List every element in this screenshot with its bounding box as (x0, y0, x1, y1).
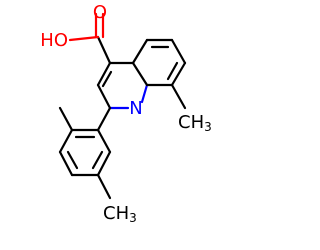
bond-c3-c2 (96, 83, 112, 110)
bond-c4-ccooh (96, 35, 112, 65)
bond-c-oh (68, 35, 100, 42)
atom-methyl-aryl: CH3 (103, 203, 137, 226)
bond-c2p-methyl (58, 106, 74, 132)
bond-c3p-c4p (58, 150, 74, 177)
bond-c8a-c4a (131, 61, 149, 87)
molecule-svg: O HO N CH3 CH3 (40, 2, 212, 226)
bond-c2p-c3p (58, 128, 74, 154)
bond-n-c8a (140, 83, 149, 104)
bond-c4-c3 (96, 61, 112, 87)
bond-c3p-c4p-inner (66, 150, 79, 170)
structure-diagram: O HO N CH3 CH3 (40, 2, 212, 226)
bond-c5p-c6p (96, 150, 112, 177)
bond-c5p-methyl (96, 173, 112, 200)
atom-nitrogen: N (129, 98, 142, 119)
bond-c4a-c5 (131, 38, 149, 65)
bond-c4-c3-inner (101, 70, 113, 88)
bond-c5p-c6p-inner (91, 150, 104, 170)
bond-c2-c1p (96, 106, 112, 132)
bond-c7-c8-inner (166, 61, 179, 81)
bond-c6p-c1p (96, 128, 112, 154)
bond-c6-c7 (170, 38, 187, 65)
bond-c7-c8 (170, 61, 187, 87)
atom-methyl-c8: CH3 (178, 112, 212, 135)
atom-o-carbonyl: O (93, 2, 107, 23)
atom-hydroxyl: HO (40, 30, 68, 51)
bond-c8-methyl (170, 83, 187, 110)
